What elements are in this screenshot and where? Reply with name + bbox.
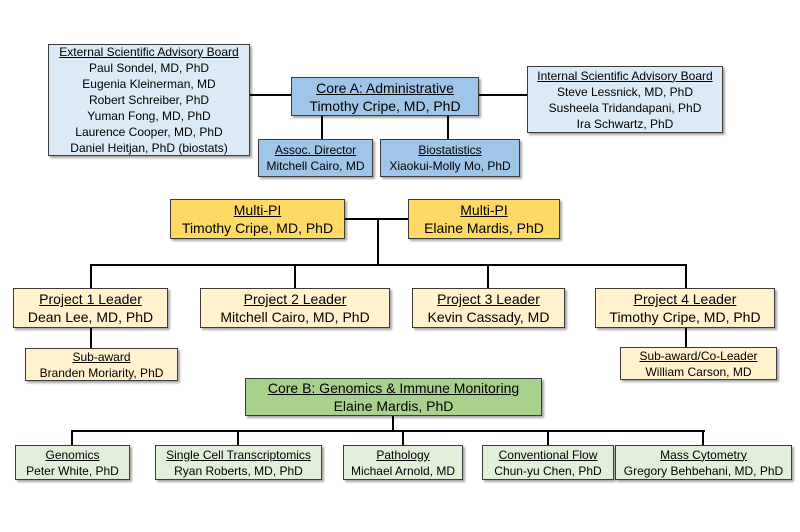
project-2-leader-box: Project 2 Leader Mitchell Cairo, MD, PhD — [200, 288, 390, 328]
box-title: Project 4 Leader — [633, 291, 737, 307]
connector-stub-genomics — [71, 431, 73, 445]
box-title: Internal Scientific Advisory Board — [537, 68, 713, 83]
project-3-leader-box: Project 3 Leader Kevin Cassady, MD — [412, 288, 565, 328]
connector-multi-pi-drop — [377, 219, 379, 265]
box-title: Biostatistics — [418, 143, 482, 157]
connector-project-1-to-sub-award — [90, 328, 92, 348]
connector-stub-project-3 — [487, 265, 489, 288]
connector-core-b-drop — [392, 416, 394, 431]
person-name: Michael Arnold, MD — [350, 463, 456, 478]
person-name: Branden Moriarity, PhD — [39, 365, 164, 380]
connector-project-4-to-sub-award — [685, 328, 687, 347]
box-title: Project 2 Leader — [243, 291, 347, 307]
connector-core-b-bus — [71, 430, 705, 432]
biostatistics-box: Biostatistics Xiaokui-Molly Mo, PhD — [380, 139, 520, 177]
box-title: Conventional Flow — [498, 447, 598, 462]
connector-multi-pi-horizontal — [345, 218, 408, 220]
person-name: Xiaokui-Molly Mo, PhD — [389, 159, 511, 173]
internal-advisory-board-box: Internal Scientific Advisory Board Steve… — [527, 66, 723, 133]
connector-stub-conventional-flow — [547, 431, 549, 445]
connector-stub-pathology — [402, 431, 404, 445]
project-4-leader-box: Project 4 Leader Timothy Cripe, MD, PhD — [595, 288, 775, 328]
person-name: Timothy Cripe, MD, PhD — [309, 97, 461, 114]
box-title: Multi-PI — [233, 202, 282, 218]
box-title: Multi-PI — [460, 202, 508, 218]
connector-projects-bus — [90, 264, 687, 266]
member-name: Laurence Cooper, MD, PhD — [75, 125, 223, 139]
member-name: Robert Schreiber, PhD — [88, 93, 210, 107]
connector-core-a-to-internal — [479, 94, 527, 96]
conventional-flow-box: Conventional Flow Chun-yu Chen, PhD — [482, 445, 614, 480]
core-a-box: Core A: Administrative Timothy Cripe, MD… — [291, 77, 479, 116]
person-name: Kevin Cassady, MD — [427, 309, 550, 325]
box-title: External Scientific Advisory Board — [59, 45, 239, 59]
single-cell-transcriptomics-box: Single Cell Transcriptomics Ryan Roberts… — [155, 445, 322, 480]
box-title: Sub-award/Co-Leader — [639, 348, 758, 363]
connector-stub-mass-cytometry — [702, 431, 704, 445]
person-name: Ryan Roberts, MD, PhD — [174, 463, 303, 478]
project-1-leader-box: Project 1 Leader Dean Lee, MD, PhD — [13, 288, 168, 328]
connector-core-a-to-biostatistics — [447, 116, 449, 139]
person-name: Timothy Cripe, MD, PhD — [609, 309, 761, 325]
member-name: Susheela Tridandapani, PhD — [548, 100, 702, 115]
person-name: William Carson, MD — [645, 364, 752, 379]
box-title: Sub-award — [72, 349, 131, 364]
connector-stub-project-1 — [90, 265, 92, 288]
person-name: Peter White, PhD — [26, 463, 119, 478]
member-name: Steve Lessnick, MD, PhD — [556, 84, 694, 99]
person-name: Dean Lee, MD, PhD — [27, 309, 154, 325]
genomics-box: Genomics Peter White, PhD — [15, 445, 130, 480]
connector-stub-single-cell — [237, 431, 239, 445]
box-title: Core B: Genomics & Immune Monitoring — [267, 380, 520, 396]
multi-pi-left-box: Multi-PI Timothy Cripe, MD, PhD — [170, 199, 345, 239]
box-title: Core A: Administrative — [316, 79, 454, 96]
box-title: Genomics — [45, 447, 100, 462]
box-title: Project 3 Leader — [437, 291, 540, 307]
person-name: Chun-yu Chen, PhD — [494, 463, 602, 478]
box-title: Mass Cytometry — [660, 447, 747, 462]
external-advisory-board-box: External Scientific Advisory Board Paul … — [48, 44, 250, 156]
person-name: Timothy Cripe, MD, PhD — [181, 220, 334, 236]
person-name: Mitchell Cairo, MD — [266, 159, 365, 173]
member-name: Yuman Fong, MD, PhD — [87, 109, 211, 123]
person-name: Elaine Mardis, PhD — [424, 220, 544, 236]
box-title: Single Cell Transcriptomics — [166, 447, 311, 462]
person-name: Mitchell Cairo, MD, PhD — [220, 309, 370, 325]
mass-cytometry-box: Mass Cytometry Gregory Behbehani, MD, Ph… — [615, 445, 792, 480]
assoc-director-box: Assoc. Director Mitchell Cairo, MD — [258, 139, 373, 177]
person-name: Elaine Mardis, PhD — [333, 398, 454, 414]
person-name: Gregory Behbehani, MD, PhD — [623, 463, 784, 478]
box-title: Project 1 Leader — [39, 291, 142, 307]
connector-core-a-to-assoc-director — [321, 116, 323, 139]
connector-external-to-core-a — [250, 94, 291, 96]
box-title: Assoc. Director — [274, 143, 357, 157]
box-title: Pathology — [376, 447, 430, 462]
member-name: Paul Sondel, MD, PhD — [88, 61, 210, 75]
pathology-box: Pathology Michael Arnold, MD — [343, 445, 463, 480]
multi-pi-right-box: Multi-PI Elaine Mardis, PhD — [408, 199, 560, 239]
core-b-box: Core B: Genomics & Immune Monitoring Ela… — [245, 378, 542, 416]
sub-award-box: Sub-award Branden Moriarity, PhD — [25, 348, 178, 381]
member-name: Daniel Heitjan, PhD (biostats) — [70, 141, 228, 155]
connector-stub-project-4 — [685, 265, 687, 288]
sub-award-co-leader-box: Sub-award/Co-Leader William Carson, MD — [620, 347, 777, 380]
connector-stub-project-2 — [294, 265, 296, 288]
member-name: Ira Schwartz, PhD — [576, 116, 674, 131]
member-name: Eugenia Kleinerman, MD — [82, 77, 216, 91]
